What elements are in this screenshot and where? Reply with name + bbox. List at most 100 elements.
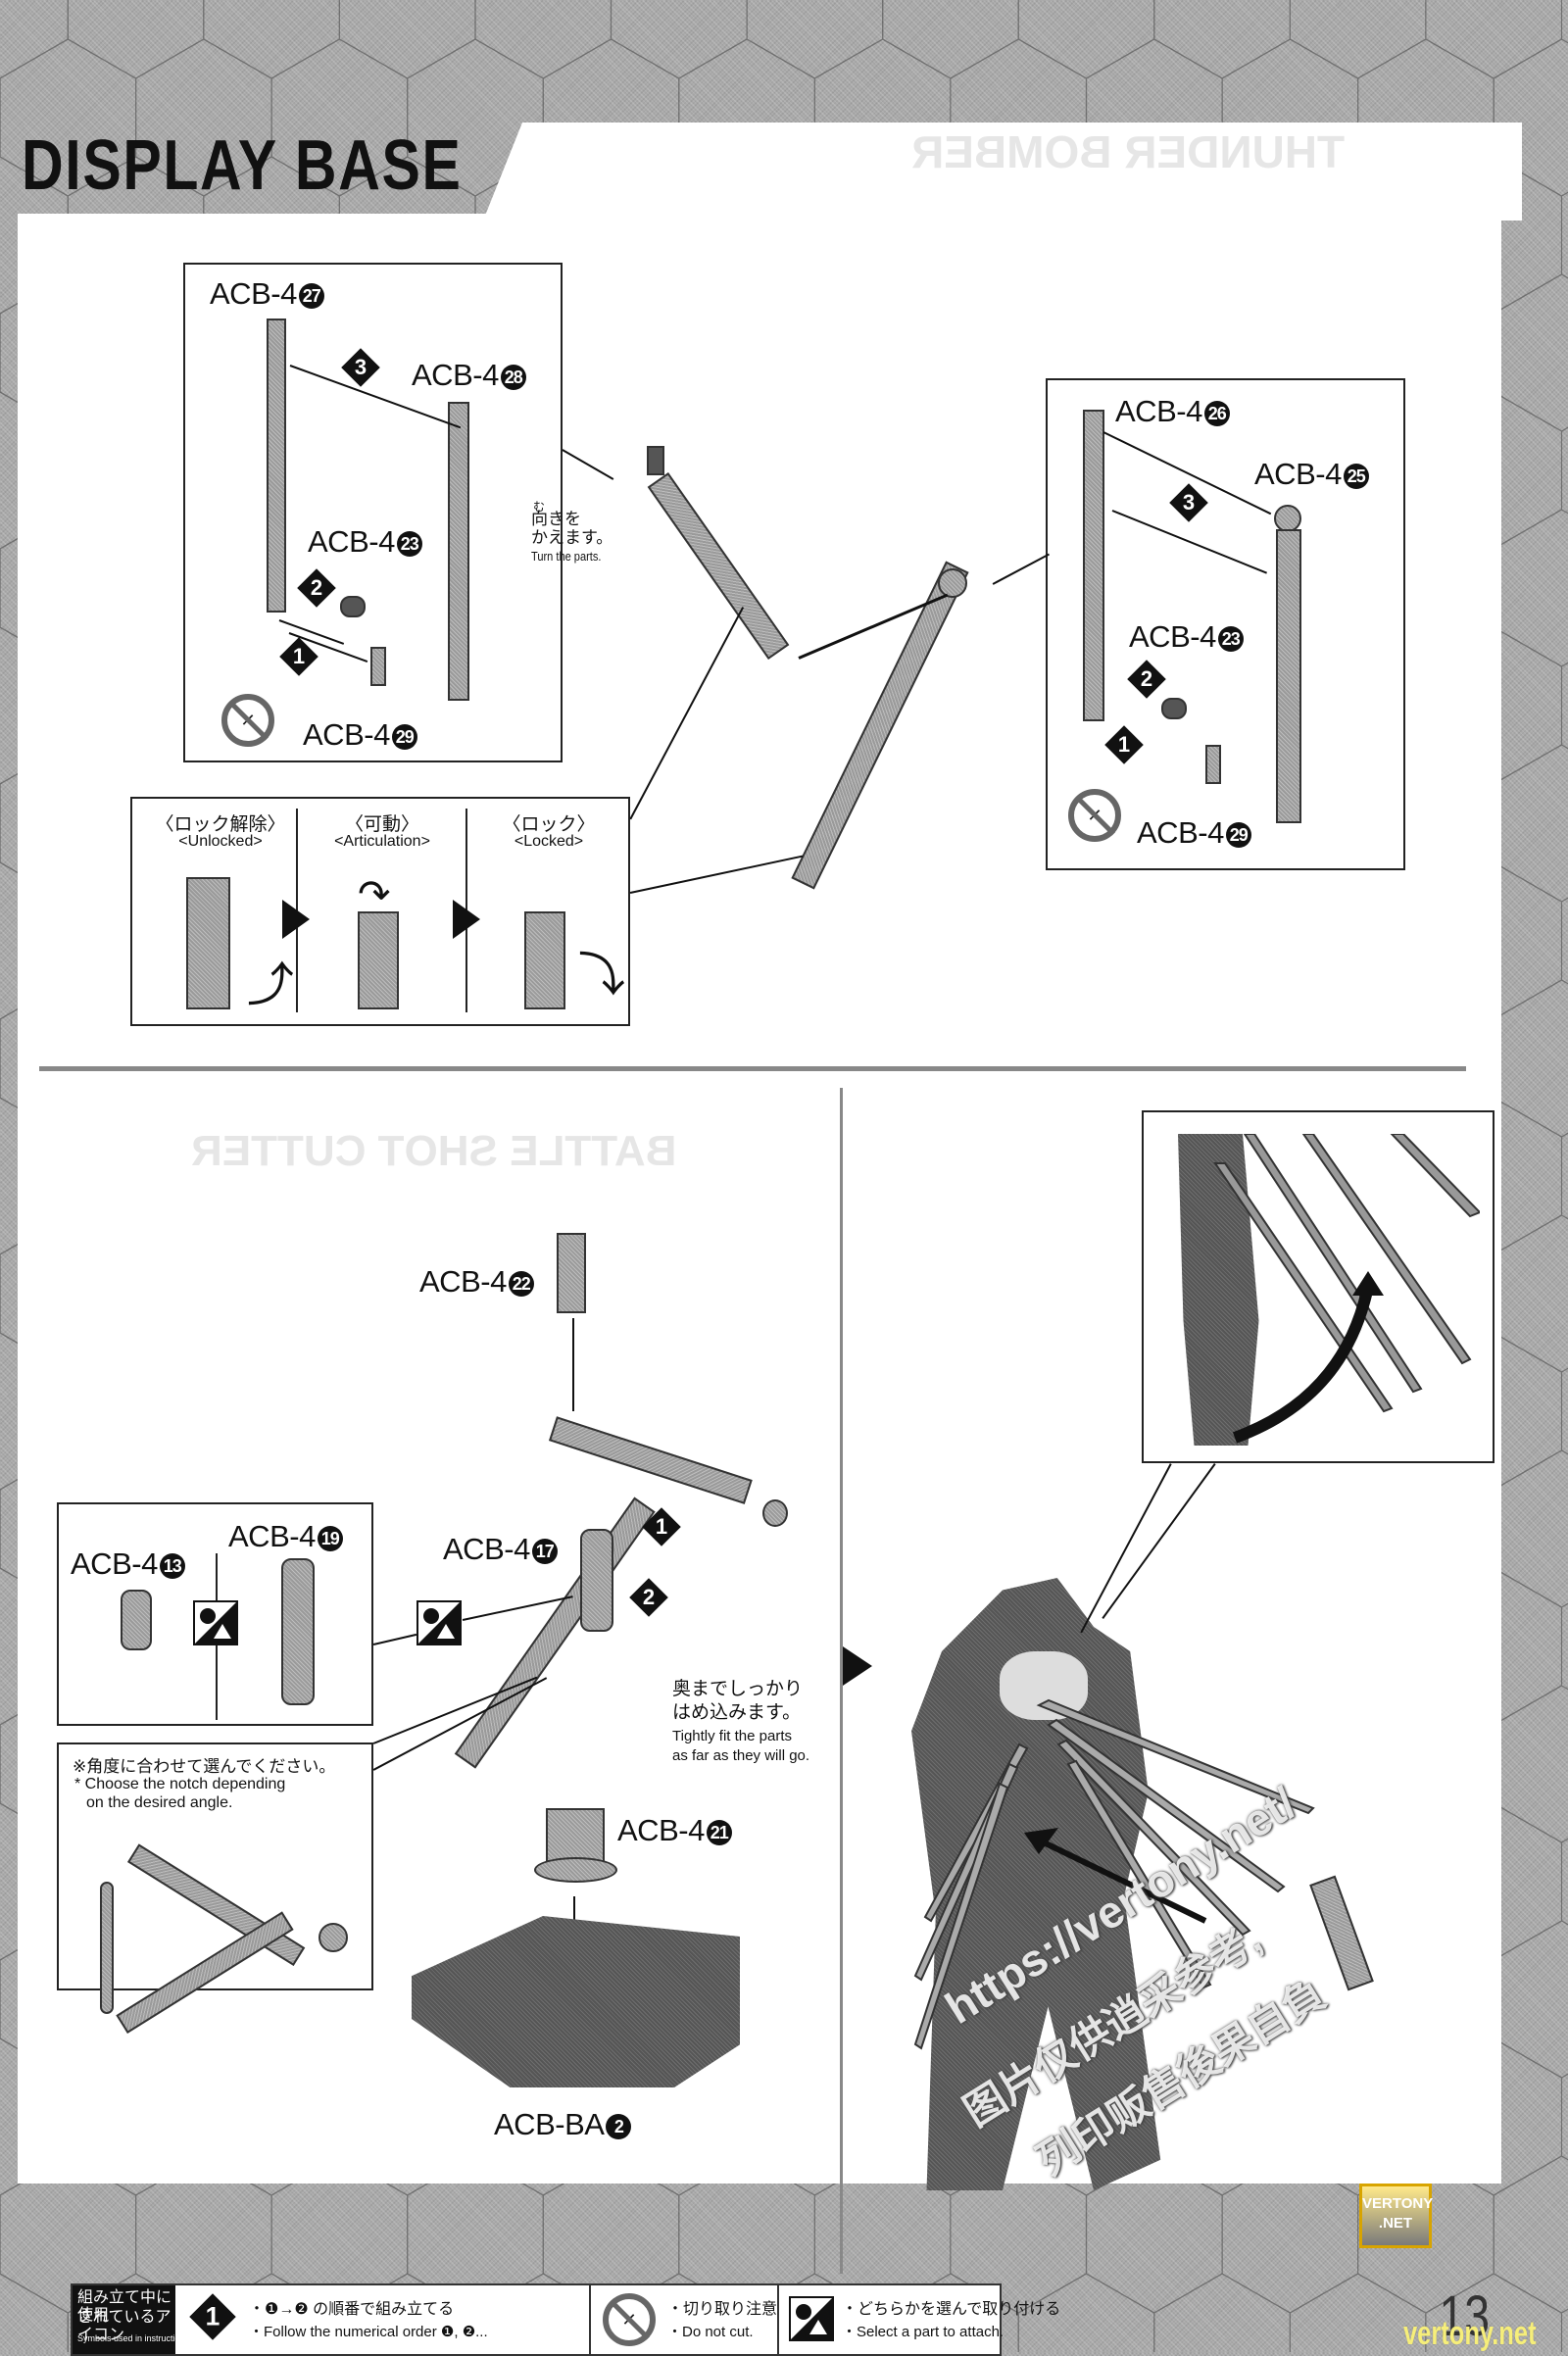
hexagon-cell bbox=[0, 0, 69, 79]
hexagon-cell bbox=[1493, 273, 1568, 432]
arm-assembly-box-left bbox=[183, 263, 563, 762]
next-arrow-icon bbox=[843, 1646, 872, 1686]
do-not-cut-icon: ✕ bbox=[603, 2293, 656, 2346]
hexagon-cell bbox=[1153, 0, 1292, 79]
hexagon-cell bbox=[67, 0, 205, 79]
step-1-icon: 1 bbox=[1104, 725, 1144, 764]
rotate-down-arrow-icon: ⤵ bbox=[578, 950, 626, 1002]
fit-note-jp: 奥までしっかりはめ込みます。 bbox=[672, 1679, 804, 1723]
hexagon-cell bbox=[882, 0, 1019, 79]
select-part-icon bbox=[789, 2296, 834, 2341]
hexagon-cell bbox=[746, 2273, 884, 2352]
arm-joint-25 bbox=[1274, 505, 1301, 532]
hexagon-cell bbox=[1493, 1449, 1568, 1608]
hexagon-cell bbox=[1425, 0, 1563, 79]
lock-state-label-jp: 〈ロック解除〉 bbox=[155, 814, 286, 835]
joint-part-21 bbox=[546, 1808, 605, 1862]
hexagon-cell bbox=[610, 0, 748, 79]
step-3-icon: 3 bbox=[1169, 483, 1208, 522]
hexagon-cell bbox=[67, 2273, 205, 2352]
arm-part-27 bbox=[267, 319, 286, 613]
notch-note-en: * Choose the notch depending bbox=[74, 1776, 286, 1792]
legend-item-select-part: ・どちらかを選んで取り付ける ・Select a part to attach. bbox=[777, 2285, 1060, 2354]
lock-state-label-en: <Locked> bbox=[514, 833, 584, 850]
page-number: 13 bbox=[1439, 2284, 1491, 2348]
hexagon-cell bbox=[203, 0, 340, 79]
step-2-icon: 2 bbox=[1127, 660, 1166, 699]
arm-part-28 bbox=[448, 402, 469, 701]
notch-part-17 bbox=[580, 1529, 613, 1632]
section-title: DISPLAY BASE bbox=[22, 126, 463, 205]
do-not-cut-icon: ✕ bbox=[221, 694, 274, 747]
arrow-line bbox=[572, 1318, 574, 1411]
step-1-icon: 1 bbox=[279, 637, 318, 676]
select-part-icon bbox=[416, 1600, 462, 1645]
header-band bbox=[483, 123, 1522, 221]
hexagon-cell bbox=[1493, 1214, 1568, 1373]
hexagon-cell bbox=[610, 2273, 748, 2352]
step-3-icon: 3 bbox=[341, 348, 380, 387]
notch-part-choice bbox=[100, 1882, 114, 2014]
hexagon-cell bbox=[1289, 2273, 1427, 2352]
top-connector-part-22 bbox=[557, 1233, 586, 1313]
symbol-legend: 組み立て中に使用 されているアイコン Symbols used in instr… bbox=[71, 2283, 1060, 2356]
gear-part-29 bbox=[370, 647, 386, 686]
hexagon-cell bbox=[1289, 0, 1427, 79]
hexagon-cell bbox=[1017, 2273, 1155, 2352]
notch-note-jp: ※角度に合わせて選んでください。 bbox=[73, 1757, 336, 1776]
hexagon-cell bbox=[338, 2273, 476, 2352]
figure-spikes bbox=[913, 1698, 1315, 2050]
hexagon-cell bbox=[1493, 1920, 1568, 2079]
hexagon-cell bbox=[203, 2273, 340, 2352]
joint-base-21 bbox=[534, 1857, 617, 1883]
arm-part-25 bbox=[1276, 529, 1301, 823]
section-divider bbox=[39, 1066, 1466, 1071]
furigana: む bbox=[533, 500, 546, 514]
hexagon-cell bbox=[1425, 2273, 1563, 2352]
hexagon-cell bbox=[1017, 0, 1155, 79]
do-not-cut-icon: ✕ bbox=[1068, 789, 1121, 842]
hexagon-cell bbox=[474, 2273, 612, 2352]
turn-parts-note-en: Turn the parts. bbox=[531, 549, 602, 564]
footer-site-watermark: vertony.net bbox=[1403, 2315, 1537, 2352]
lock-part-23 bbox=[340, 596, 366, 617]
arm-part-26 bbox=[1083, 410, 1104, 721]
legend-header: 組み立て中に使用 されているアイコン Symbols used in instr… bbox=[73, 2285, 189, 2354]
hexagon-cell bbox=[338, 0, 476, 79]
unlocked-joint-illustration bbox=[186, 877, 230, 1009]
arm-joint bbox=[762, 1499, 788, 1527]
hexagon-cell bbox=[1493, 979, 1568, 1138]
hexagon-cell bbox=[0, 2273, 69, 2352]
rotate-arrow-icon: ↷ bbox=[358, 873, 391, 916]
legend-item-numbered-order: 1 ・❶→❷ の順番で組み立てる ・Follow the numerical o… bbox=[175, 2285, 587, 2354]
next-arrow-icon bbox=[453, 900, 480, 939]
rotate-up-arrow-icon: ⤴ bbox=[247, 959, 295, 1011]
hexagon-cell bbox=[1493, 509, 1568, 667]
articulation-joint-illustration bbox=[358, 911, 399, 1009]
figure-leg-illustration bbox=[1178, 1134, 1259, 1446]
numbered-diamond-icon: 1 bbox=[189, 2293, 236, 2340]
lock-state-label-jp: 〈可動〉 bbox=[344, 814, 419, 835]
hexagon-cell bbox=[1493, 2155, 1568, 2314]
lock-part-23 bbox=[1161, 698, 1187, 719]
locked-joint-illustration bbox=[524, 911, 565, 1009]
lock-state-label-en: <Articulation> bbox=[334, 833, 430, 850]
hexagon-cell bbox=[1153, 2273, 1292, 2352]
bleed-through-title: BATTLE SHOT CUTTER bbox=[191, 1127, 677, 1175]
vertony-badge: VERTONY.NET bbox=[1359, 2184, 1433, 2248]
lock-state-label-jp: 〈ロック〉 bbox=[502, 814, 596, 835]
notch-part-19 bbox=[281, 1558, 315, 1705]
hexagon-cell bbox=[474, 0, 612, 79]
arm-joint bbox=[938, 568, 967, 598]
